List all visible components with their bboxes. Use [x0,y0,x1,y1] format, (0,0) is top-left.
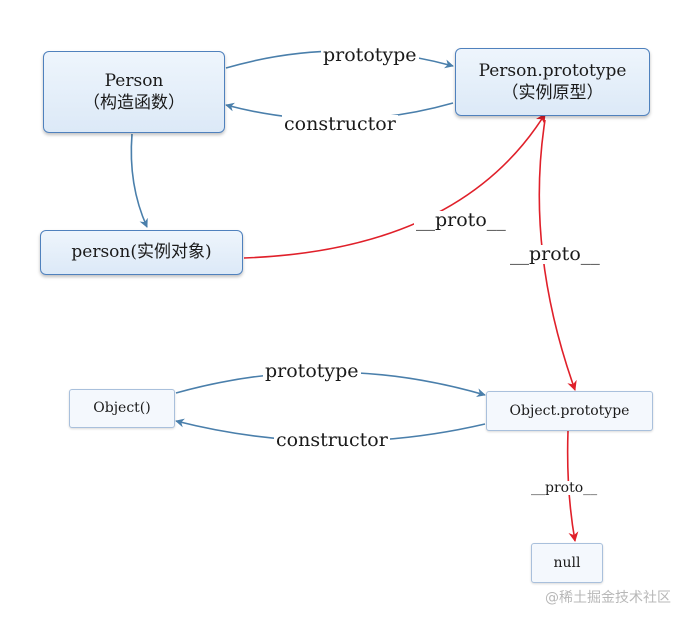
person-prototype-node-title: Person.prototype [478,60,627,81]
person-constructor-label: constructor [282,113,398,135]
watermark: @稀土掘金技术社区 [545,590,671,606]
person-node-subtitle: （构造函数） [83,93,185,113]
object-constructor-label: constructor [274,429,390,451]
prototype-proto-label: __proto__ [508,243,602,265]
object-prototype-node: Object.prototype [486,391,653,431]
object-prototype-label: prototype [263,360,361,382]
null-node-label: null [553,554,581,571]
person-instance-node-label: person(实例对象) [71,242,212,263]
instance-proto-arrow [243,113,546,259]
object-node-label: Object() [93,400,151,417]
person-prototype-label: prototype [321,44,419,66]
person-instance-node: person(实例对象) [40,230,243,275]
person-prototype-node-subtitle: （实例原型） [501,83,604,103]
object-proto-null-label: __proto__ [529,480,600,496]
person-constructor-node: Person （构造函数） [43,51,225,133]
person-node-title: Person [104,70,164,91]
null-node: null [531,543,603,583]
object-prototype-node-label: Object.prototype [509,402,630,419]
person-prototype-node: Person.prototype （实例原型） [455,48,650,116]
instance-proto-label: __proto__ [414,209,508,231]
object-constructor-node: Object() [69,389,175,428]
person-instance-arrow [130,133,148,228]
